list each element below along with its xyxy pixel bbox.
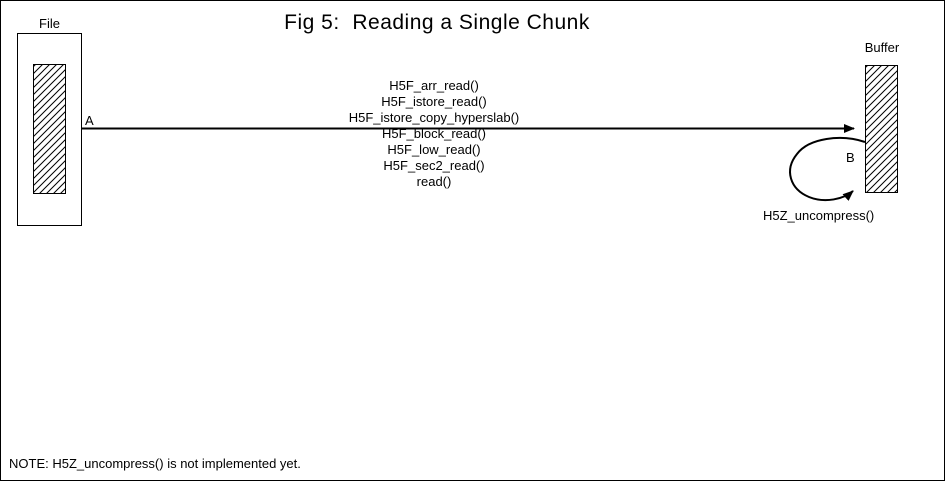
function-call: H5F_low_read()	[387, 142, 481, 157]
arrow-b-label: B	[846, 150, 855, 165]
file-outer-box	[17, 33, 82, 226]
uncompress-loop-arrow	[789, 137, 866, 202]
file-chunk-hatched-box	[33, 64, 66, 194]
figure-title: Fig 5: Reading a Single Chunk	[284, 11, 590, 34]
function-call: H5F_sec2_read()	[383, 158, 485, 173]
function-call: H5F_istore_copy_hyperslab()	[348, 110, 520, 125]
buffer-hatched-box	[865, 65, 898, 193]
buffer-label: Buffer	[864, 40, 900, 55]
footnote: NOTE: H5Z_uncompress() is not implemente…	[9, 456, 301, 471]
function-call: H5F_arr_read()	[389, 78, 479, 93]
file-label: File	[39, 16, 60, 31]
function-call: H5F_block_read()	[381, 126, 487, 141]
arrow-a-label: A	[85, 113, 94, 128]
function-call: read()	[416, 174, 452, 189]
function-call-stack: H5F_arr_read() H5F_istore_read() H5F_ist…	[284, 78, 584, 190]
uncompress-function-label: H5Z_uncompress()	[763, 208, 875, 223]
function-call: H5F_istore_read()	[381, 94, 487, 109]
